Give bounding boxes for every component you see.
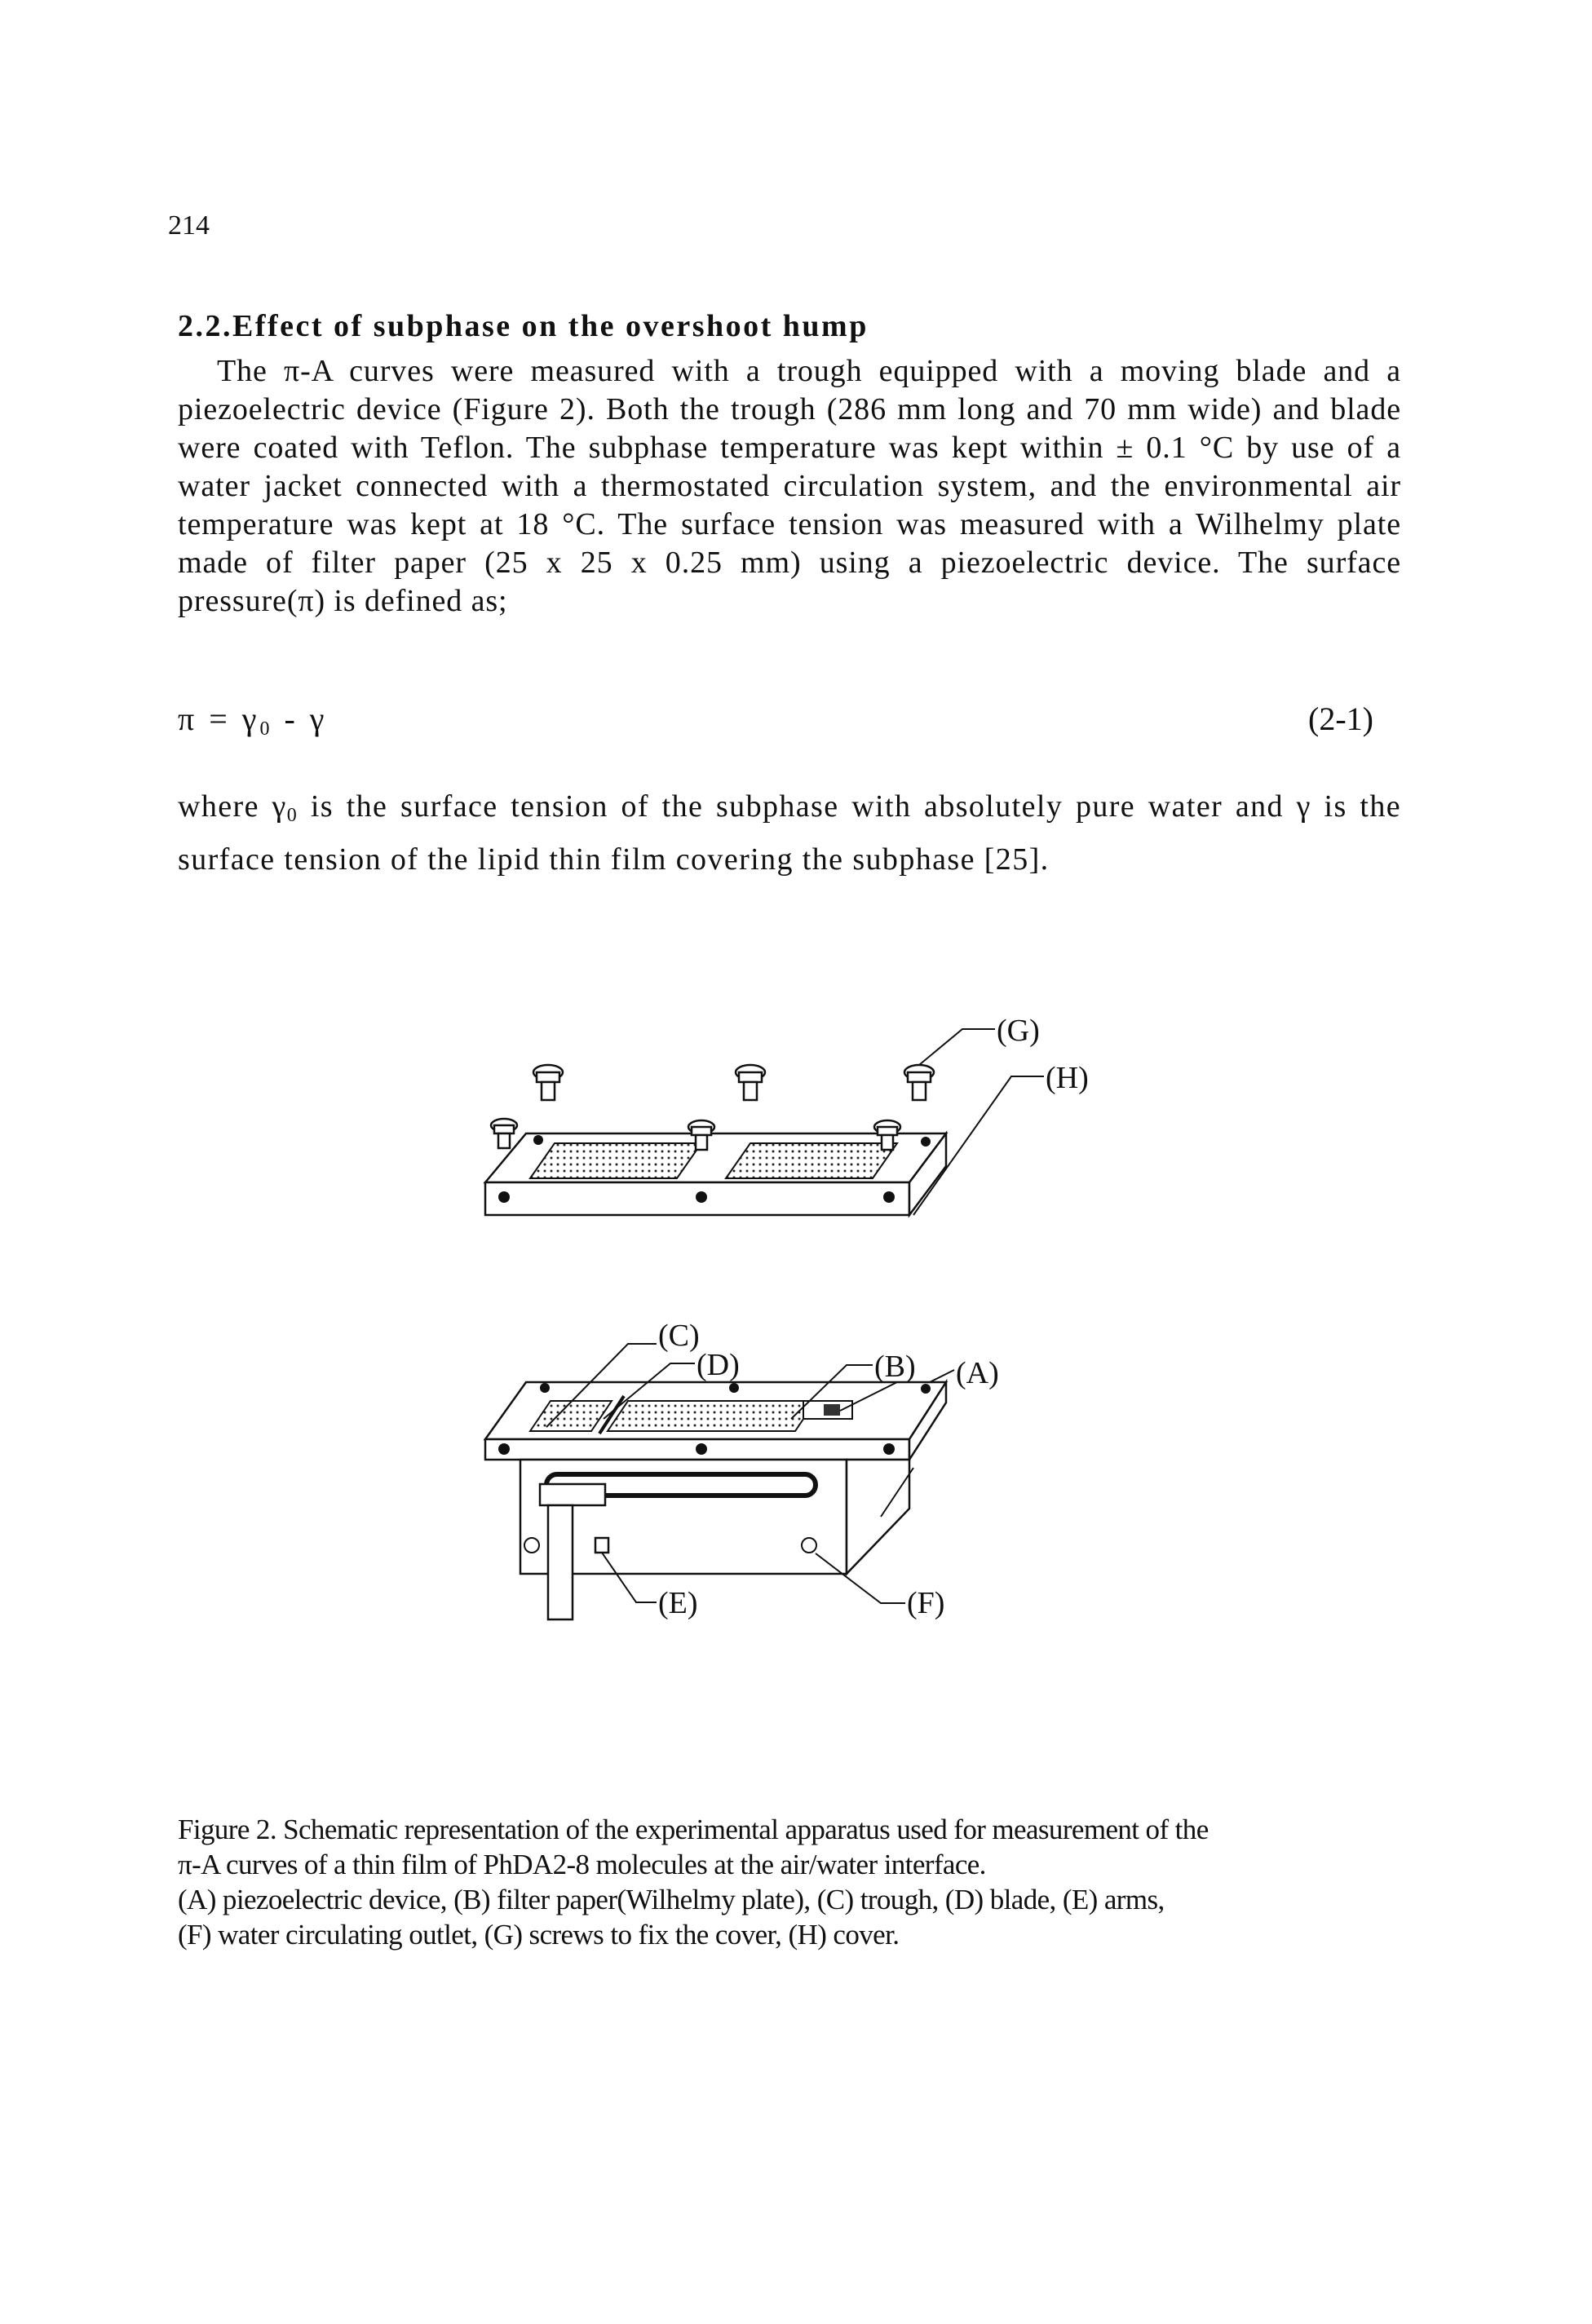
cover-holes xyxy=(498,1135,931,1203)
label-e: (E) xyxy=(658,1586,698,1620)
body-paragraph: The π-A curves were measured with a trou… xyxy=(178,352,1401,621)
label-b: (B) xyxy=(874,1350,916,1384)
caption-line: π-A curves of a thin film of PhDA2-8 mol… xyxy=(178,1849,986,1880)
definition-text-1: where γ xyxy=(178,789,287,824)
page-number: 214 xyxy=(168,210,210,241)
screw-icon xyxy=(489,1063,935,1151)
label-d: (D) xyxy=(696,1348,740,1382)
paragraph-text: The π-A curves were measured with a trou… xyxy=(178,354,1401,618)
apparatus-figure: (G) (H) (C) (D) (B) xyxy=(483,1014,1089,1621)
caption-line: Figure 2. Schematic representation of th… xyxy=(178,1814,1209,1845)
definition-subscript: 0 xyxy=(286,805,298,826)
leader-lines-trough xyxy=(546,1343,955,1604)
label-h: (H) xyxy=(1046,1061,1089,1095)
section-heading: 2.2.Effect of subphase on the overshoot … xyxy=(178,309,869,343)
label-c: (C) xyxy=(658,1319,700,1353)
definition-paragraph: where γ0 is the surface tension of the s… xyxy=(178,784,1401,881)
leader-lines-cover xyxy=(913,1028,1044,1216)
trough-holes xyxy=(498,1383,931,1455)
definition-text-2: is the surface tension of the subphase w… xyxy=(178,789,1402,877)
equation-subscript: 0 xyxy=(259,718,273,740)
caption-line: (F) water circulating outlet, (G) screws… xyxy=(178,1919,900,1951)
cover-window-left xyxy=(528,1142,703,1179)
label-a: (A) xyxy=(956,1356,999,1390)
cover-window-right xyxy=(724,1142,899,1179)
label-g: (G) xyxy=(997,1014,1040,1048)
figure-caption: Figure 2. Schematic representation of th… xyxy=(178,1812,1417,1952)
arm-assembly xyxy=(538,1482,610,1621)
equation-rhs: - γ xyxy=(272,700,328,737)
equation-lhs: π = γ xyxy=(178,700,260,737)
label-f: (F) xyxy=(907,1586,944,1620)
trough-assembly xyxy=(483,1378,949,1577)
equation: π = γ0 - γ xyxy=(178,700,327,740)
equation-number: (2-1) xyxy=(1308,700,1373,737)
caption-line: (A) piezoelectric device, (B) filter pap… xyxy=(178,1884,1165,1915)
outlet-icon xyxy=(524,1537,817,1553)
